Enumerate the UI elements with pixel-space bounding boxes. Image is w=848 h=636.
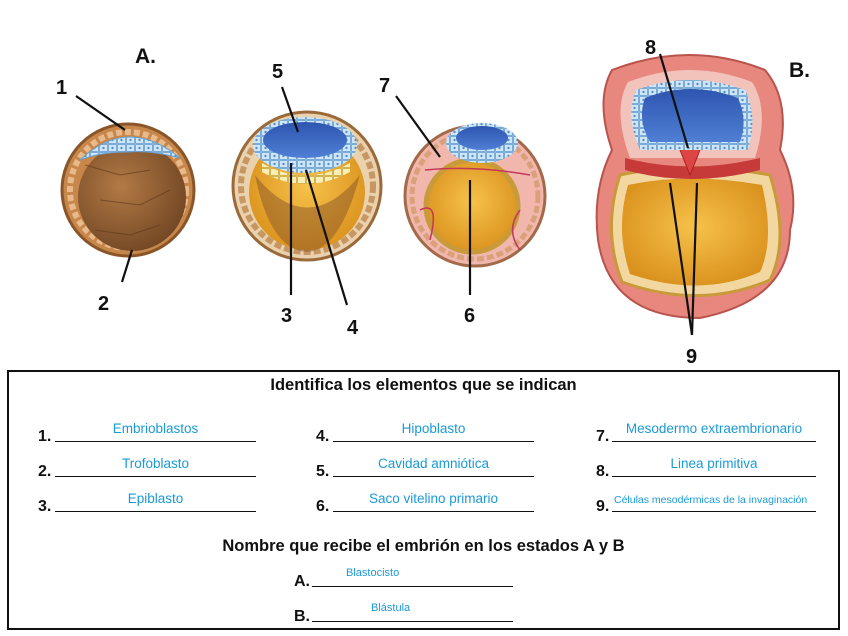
- answer-text: Hipoblasto: [401, 421, 466, 436]
- answer-line: [333, 441, 534, 442]
- embryo-blastocyst: [60, 122, 196, 258]
- answer-item-9: 9. Células mesodérmicas de la invaginaci…: [596, 492, 836, 516]
- answer-text: Células mesodérmicas de la invaginación: [614, 494, 808, 506]
- answer-item-5: 5. Cavidad amniótica: [316, 456, 546, 481]
- answer-text: Cavidad amniótica: [377, 456, 490, 471]
- answer-line: [333, 476, 534, 477]
- answer-item-3: 3. Epiblasto: [38, 491, 268, 516]
- answer-item-7: 7. Mesodermo extraembrionario: [596, 421, 836, 446]
- item-number: 8.: [596, 463, 610, 480]
- worksheet-title: Identifica los elementos que se indican: [270, 376, 577, 394]
- answer-item-4: 4. Hipoblasto: [316, 421, 546, 446]
- answer-line: [612, 511, 816, 512]
- answer-text: Trofoblasto: [121, 456, 190, 471]
- worksheet-box: Identifica los elementos que se indican …: [7, 370, 840, 630]
- answer-line: [333, 511, 534, 512]
- answer-text: Mesodermo extraembrionario: [625, 421, 803, 436]
- embryo-yolk-sac: [403, 123, 547, 268]
- embryo-diagram: A. B.: [56, 37, 810, 368]
- stage-answer-b: B. Blástula: [294, 602, 524, 626]
- item-number: 4.: [316, 428, 330, 445]
- answer-line: [55, 476, 256, 477]
- answer-text: Linea primitiva: [670, 456, 758, 471]
- callout-1: 1: [56, 77, 67, 99]
- answer-line: [612, 441, 816, 442]
- answer-text: Saco vitelino primario: [368, 491, 499, 506]
- callout-6: 6: [464, 305, 475, 327]
- worksheet-subtitle: Nombre que recibe el embrión en los esta…: [222, 537, 625, 555]
- answer-line: [55, 511, 256, 512]
- callout-4: 4: [347, 317, 359, 339]
- item-number: 3.: [38, 498, 52, 515]
- callout-3: 3: [281, 305, 292, 327]
- item-number: B.: [294, 608, 310, 625]
- callout-7: 7: [379, 75, 390, 97]
- embryo-bilaminar: [231, 110, 383, 262]
- stage-label-b: B.: [789, 59, 810, 82]
- stage-answer-a: A. Blastocisto: [294, 567, 524, 591]
- answer-item-6: 6. Saco vitelino primario: [316, 491, 546, 516]
- item-number: 2.: [38, 463, 52, 480]
- callout-9: 9: [686, 346, 697, 368]
- item-number: 7.: [596, 428, 610, 445]
- callout-2: 2: [98, 293, 109, 315]
- embryo-gastrula: [595, 54, 795, 320]
- answer-line: [55, 441, 256, 442]
- answer-item-8: 8. Linea primitiva: [596, 456, 836, 481]
- answer-text: Epiblasto: [127, 491, 184, 506]
- item-number: 9.: [596, 498, 610, 515]
- callout-8: 8: [645, 37, 656, 59]
- leader-lines: [75, 53, 699, 336]
- item-number: 6.: [316, 498, 330, 515]
- answer-item-2: 2. Trofoblasto: [38, 456, 268, 481]
- item-number: 5.: [316, 463, 330, 480]
- stage-label-a: A.: [135, 45, 156, 68]
- item-number: 1.: [38, 428, 52, 445]
- answer-item-1: 1. Embrioblastos: [38, 421, 268, 446]
- answer-text: Blástula: [371, 602, 411, 614]
- answer-text: Blastocisto: [346, 567, 400, 579]
- answer-line: [312, 621, 513, 622]
- callout-5: 5: [272, 61, 283, 83]
- item-number: A.: [294, 573, 310, 590]
- answer-line: [612, 476, 816, 477]
- answer-line: [312, 586, 513, 587]
- answer-text: Embrioblastos: [112, 421, 199, 436]
